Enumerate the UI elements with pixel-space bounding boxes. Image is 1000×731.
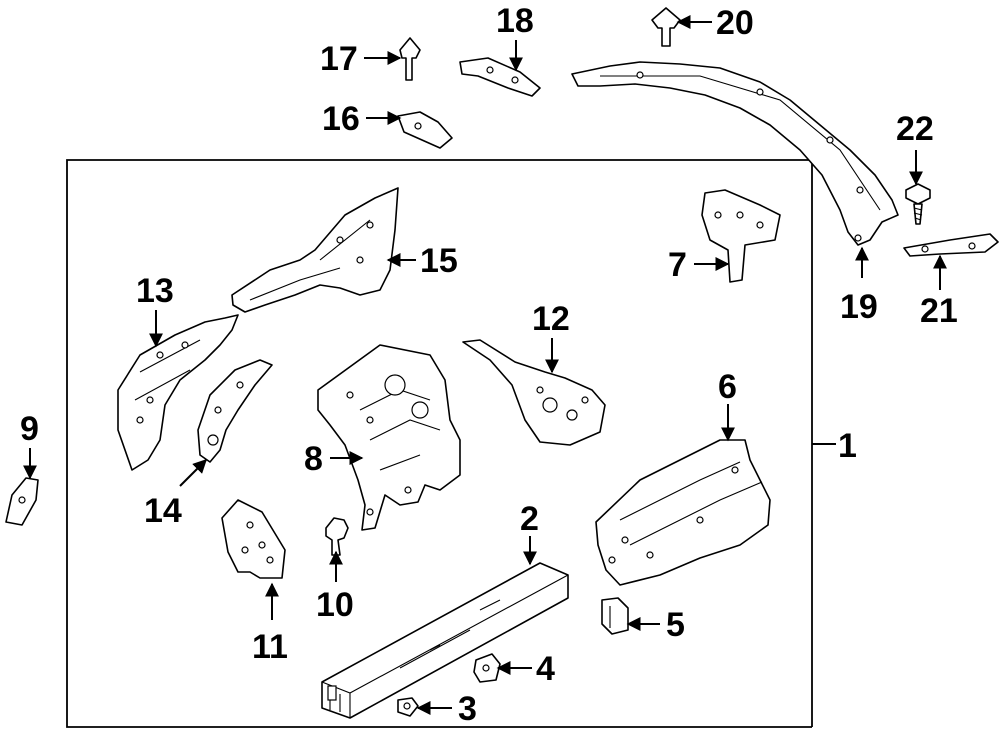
part-7-bracket[interactable] [701,189,781,283]
callout-21: 21 [920,292,958,330]
part-17-push-pin[interactable] [399,37,421,81]
part-5-bracket[interactable] [601,597,629,635]
part-22-bolt[interactable] [905,183,931,225]
part-21-brace[interactable] [903,233,999,257]
part-20-push-pin[interactable] [651,7,681,47]
part-8-strut-tower[interactable] [317,344,461,531]
callout-12: 12 [532,300,570,338]
callout-14: 14 [144,492,182,530]
part-3-clip[interactable] [397,697,419,717]
callout-2: 2 [520,500,539,538]
part-6-front-rail-assembly[interactable] [595,439,771,586]
callout-13: 13 [136,272,174,310]
part-4-bracket[interactable] [473,653,501,683]
callout-1: 1 [838,427,857,465]
part-14-inner-panel[interactable] [197,359,273,463]
assembly-frame [66,159,812,728]
callout-5: 5 [666,606,685,644]
part-19-upper-rail[interactable] [571,61,899,246]
callout-4: 4 [536,650,555,688]
part-16-bracket[interactable] [397,111,453,149]
callout-6: 6 [718,368,737,406]
callout-3: 3 [458,690,477,728]
part-2-frame-rail[interactable] [321,562,569,719]
callout-22: 22 [896,110,934,148]
part-13-wheelhouse-panel[interactable] [117,314,239,471]
callout-19: 19 [840,288,878,326]
part-15-upper-apron[interactable] [231,187,399,313]
callout-10: 10 [316,586,354,624]
part-12-apron[interactable] [462,339,606,446]
callout-15: 15 [420,242,458,280]
part-9-clip[interactable] [5,477,39,526]
part-10-push-pin[interactable] [325,517,349,556]
callout-18: 18 [496,2,534,40]
callout-11: 11 [252,628,288,666]
callout-7: 7 [668,246,687,284]
callout-17: 17 [320,40,358,78]
leader-lines [23,15,947,715]
callout-16: 16 [322,100,360,138]
callout-labels: 1 2 3 4 5 6 7 8 9 10 11 12 13 14 15 16 1… [20,2,958,728]
part-18-bracket[interactable] [459,57,541,97]
callout-9: 9 [20,410,39,448]
part-11-bracket[interactable] [221,499,286,579]
callout-20: 20 [716,4,754,42]
callout-8: 8 [304,440,323,478]
